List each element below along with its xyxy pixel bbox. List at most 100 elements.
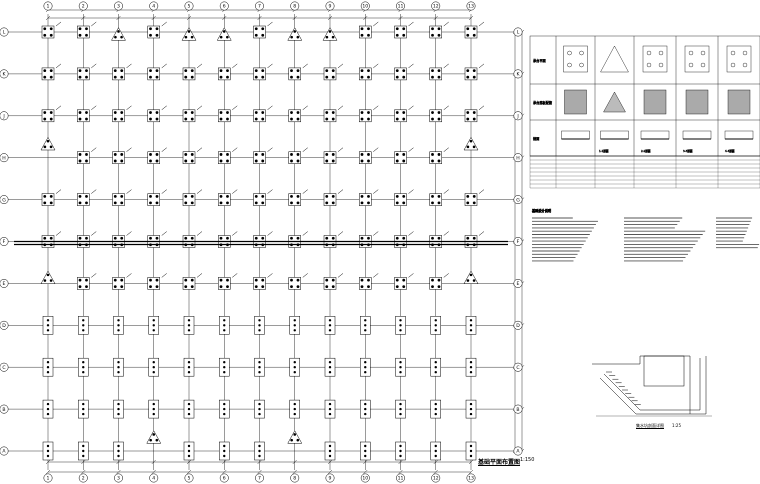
cap-leader xyxy=(91,273,97,278)
pile-dot xyxy=(85,117,88,121)
cap-leader xyxy=(91,231,97,236)
cap-leader xyxy=(267,105,273,110)
pile-cap-13-E xyxy=(463,270,479,284)
axis-bubble-left-L: L xyxy=(0,27,9,37)
pile-cap-3-H xyxy=(112,147,132,164)
cap-leader xyxy=(373,105,379,110)
pile-dot xyxy=(296,236,300,240)
pile-dot xyxy=(258,449,261,453)
axis-bubble-bottom-3: 3 xyxy=(114,473,123,483)
cap-leader xyxy=(55,105,62,110)
pile-dot xyxy=(290,117,293,121)
pile-dot xyxy=(437,236,441,240)
pile-dot xyxy=(261,75,265,79)
cap-leader xyxy=(443,147,449,152)
pile-cap-13-L xyxy=(464,21,485,39)
pile-dot xyxy=(78,69,82,73)
dim-tick xyxy=(186,15,192,21)
pile-cap-3-L-outline xyxy=(111,27,126,41)
pile-cap-1-H-outline xyxy=(40,137,56,151)
pile-dot xyxy=(360,278,364,282)
pile-dot xyxy=(367,111,370,114)
pile-dot xyxy=(261,69,265,73)
pile-dot xyxy=(120,236,124,240)
axis-bubble-bottom-1-circle xyxy=(43,473,53,483)
pile-thumb xyxy=(658,62,664,68)
pile-dot xyxy=(46,319,50,322)
pile-dot xyxy=(395,236,399,240)
pile-dot xyxy=(469,371,473,374)
axis-bubble-top-13-label: 13 xyxy=(468,4,474,10)
pile-cap-8-A-outline xyxy=(287,430,302,444)
axis-bubble-bottom-9-label: 9 xyxy=(329,476,332,482)
pile-cap-7-E xyxy=(253,273,273,290)
pile-dot xyxy=(469,319,473,322)
table-cap-thumb xyxy=(600,45,629,140)
axis-bubble-left-D-circle xyxy=(0,320,9,330)
pile-cap-4-D xyxy=(148,316,159,335)
cap-leader xyxy=(443,63,449,69)
cap-leader xyxy=(373,147,379,152)
pile-dot xyxy=(328,319,332,322)
pile-dot xyxy=(187,402,191,406)
pile-cap-13-C xyxy=(465,357,477,377)
cap-leader xyxy=(443,273,449,278)
pile-dot xyxy=(395,75,399,79)
pile-dot xyxy=(258,371,261,374)
pile-dot xyxy=(296,278,300,282)
pile-dot xyxy=(261,194,265,198)
pile-cap-12-E xyxy=(429,273,449,290)
pile-cap-9-C xyxy=(324,357,336,377)
dim-tick xyxy=(151,459,156,465)
pile-dot xyxy=(82,366,85,369)
pile-dot xyxy=(402,117,406,121)
pile-cap-7-A xyxy=(254,441,265,461)
pile-dot xyxy=(49,117,53,121)
axis-bubble-top-2-label: 2 xyxy=(82,4,85,10)
pile-dot xyxy=(149,159,152,163)
pile-dot xyxy=(187,361,191,364)
pile-dot xyxy=(49,145,53,149)
axis-bubble-bottom-12-label: 12 xyxy=(433,476,439,482)
pile-thumb xyxy=(658,50,664,56)
pile-dot xyxy=(49,33,53,37)
axis-bubble-bottom-6-label: 6 xyxy=(223,476,226,482)
pile-dot xyxy=(399,366,402,369)
pile-dot xyxy=(472,111,476,114)
axis-bubble-right-B-label: B xyxy=(516,407,519,413)
pile-dot xyxy=(328,329,332,332)
pile-dot xyxy=(219,159,223,163)
pile-dot xyxy=(43,75,47,79)
pile-dot xyxy=(85,69,88,73)
sump-wall-outer xyxy=(599,356,707,415)
pile-dot xyxy=(85,201,88,205)
pile-cap-2-G xyxy=(77,189,97,206)
cap-leader xyxy=(161,273,167,278)
pile-dot xyxy=(367,75,370,79)
pile-dot xyxy=(219,35,223,39)
pile-dot xyxy=(187,324,191,327)
section-caption: 1-1剖面 xyxy=(599,149,609,153)
pile-dot xyxy=(325,278,329,282)
pile-dot xyxy=(360,194,364,198)
section-scale: 1:25 xyxy=(672,423,681,428)
pile-dot xyxy=(434,329,437,332)
pile-dot xyxy=(223,444,226,448)
pile-dot xyxy=(219,69,223,73)
pile-dot xyxy=(82,402,85,406)
pile-dot xyxy=(364,329,367,332)
pile-dot xyxy=(261,153,265,156)
pile-dot xyxy=(113,117,117,121)
pile-cap-5-C xyxy=(183,357,195,377)
cap-leader xyxy=(478,105,485,110)
cap-leader xyxy=(232,147,238,152)
axis-bubble-bottom-1-label: 1 xyxy=(47,476,50,482)
pile-dot xyxy=(328,454,332,458)
pile-dot xyxy=(254,27,258,31)
pile-dot xyxy=(328,412,332,416)
pile-dot xyxy=(82,412,85,416)
pile-dot xyxy=(331,159,335,163)
pile-cap-7-J xyxy=(253,105,273,123)
pile-dot xyxy=(261,278,265,282)
pile-dot xyxy=(49,69,53,73)
